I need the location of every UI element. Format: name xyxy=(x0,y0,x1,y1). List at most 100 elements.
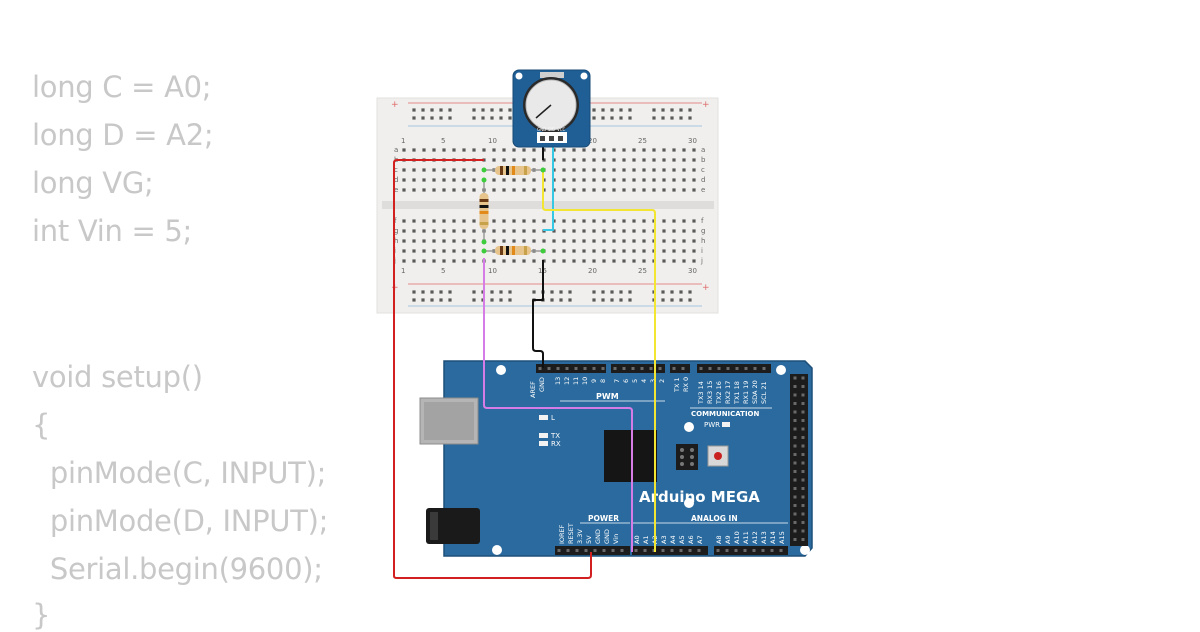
pin-label: A10 xyxy=(733,531,741,544)
knob-indicator xyxy=(535,104,552,119)
breadboard-hole xyxy=(610,298,614,302)
header-pin xyxy=(801,495,805,499)
breadboard-hole xyxy=(442,178,446,182)
breadboard-hole xyxy=(602,239,606,243)
breadboard-hole xyxy=(662,158,666,162)
pin-label: SDA 20 xyxy=(751,380,759,404)
breadboard-hole xyxy=(582,249,586,253)
pin-label: A14 xyxy=(769,531,777,544)
breadboard-hole xyxy=(602,219,606,223)
breadboard-hole xyxy=(432,239,436,243)
breadboard-hole xyxy=(472,188,476,192)
mounting-hole xyxy=(492,545,502,555)
breadboard-hole xyxy=(492,158,496,162)
breadboard-hole xyxy=(412,298,416,302)
breadboard-hole xyxy=(679,108,683,112)
breadboard-hole xyxy=(601,290,605,294)
breadboard-hole xyxy=(642,229,646,233)
header-pin xyxy=(557,549,561,552)
breadboard-hole xyxy=(522,259,526,263)
pin-label: 5 xyxy=(631,379,639,383)
reset-button-cap[interactable] xyxy=(714,452,722,460)
breadboard-hole xyxy=(582,168,586,172)
breadboard-hole xyxy=(582,219,586,223)
breadboard-hole xyxy=(499,298,503,302)
breadboard-hole xyxy=(502,259,506,263)
header-pin xyxy=(556,367,560,370)
breadboard-hole xyxy=(532,219,536,223)
header-pin xyxy=(801,504,805,507)
breadboard-hole xyxy=(439,116,443,120)
header-pin xyxy=(779,549,783,552)
breadboard-hole xyxy=(430,290,434,294)
header-pin xyxy=(793,470,797,473)
breadboard-hole xyxy=(472,178,476,182)
sensor-module: GND SIG VCC xyxy=(512,69,591,148)
row-letter: f xyxy=(394,217,397,225)
pin-label: 6 xyxy=(622,379,630,383)
code-line: long D = A2; xyxy=(32,118,214,152)
breadboard-hole xyxy=(610,116,614,120)
breadboard-hole xyxy=(562,158,566,162)
breadboard-hole xyxy=(422,259,426,263)
breadboard-hole xyxy=(522,229,526,233)
breadboard-hole xyxy=(682,229,686,233)
header-pin xyxy=(575,549,579,552)
breadboard-hole xyxy=(550,290,554,294)
header-pin xyxy=(620,549,624,552)
header-pin xyxy=(658,367,662,370)
pin-label: 12 xyxy=(563,377,571,385)
header-pin xyxy=(793,402,797,405)
header-pin xyxy=(793,376,797,380)
pin-label: RX3 15 xyxy=(706,381,714,404)
breadboard-hole xyxy=(572,148,576,152)
header-pin xyxy=(565,367,569,370)
breadboard-hole xyxy=(652,108,656,112)
breadboard-hole xyxy=(522,148,526,152)
pin-label: A12 xyxy=(751,531,759,544)
column-number: 20 xyxy=(588,137,597,145)
power-label: POWER xyxy=(588,514,619,523)
breadboard-hole xyxy=(402,168,406,172)
breadboard-hole xyxy=(632,188,636,192)
header-pin xyxy=(613,367,617,370)
breadboard-hole xyxy=(572,259,576,263)
breadboard-hole xyxy=(502,219,506,223)
breadboard-hole xyxy=(661,116,665,120)
pin-label: 8 xyxy=(599,379,607,383)
breadboard-hole xyxy=(692,219,696,223)
pin-label: 5V xyxy=(585,535,593,544)
header-pin xyxy=(672,367,676,370)
header-communication xyxy=(697,364,771,373)
breadboard-hole xyxy=(632,178,636,182)
code-line: Serial.begin(9600); xyxy=(32,552,323,586)
breadboard-hole xyxy=(692,188,696,192)
breadboard-hole xyxy=(601,298,605,302)
breadboard-hole xyxy=(682,249,686,253)
resistor xyxy=(479,180,489,242)
breadboard-hole xyxy=(502,178,506,182)
row-letter: d xyxy=(701,176,705,184)
header-pin xyxy=(697,549,701,552)
wire-cyan-signal xyxy=(543,140,554,231)
breadboard-hole xyxy=(550,298,554,302)
breadboard-hole xyxy=(682,168,686,172)
breadboard-hole xyxy=(559,298,563,302)
breadboard-hole xyxy=(412,168,416,172)
breadboard-hole xyxy=(662,239,666,243)
breadboard-hole xyxy=(622,148,626,152)
breadboard-hole xyxy=(572,229,576,233)
header-pin xyxy=(634,549,638,552)
breadboard-hole xyxy=(448,108,452,112)
breadboard-hole xyxy=(612,259,616,263)
mounting-hole xyxy=(496,365,506,375)
column-number: 5 xyxy=(441,267,445,275)
header-pin xyxy=(793,538,797,541)
header-pin xyxy=(670,549,674,552)
pin-label: A0 xyxy=(633,535,641,544)
breadboard-hole xyxy=(572,158,576,162)
breadboard-hole xyxy=(412,148,416,152)
breadboard-hole xyxy=(402,229,406,233)
breadboard-hole xyxy=(422,148,426,152)
pin-label: GND xyxy=(603,529,611,544)
